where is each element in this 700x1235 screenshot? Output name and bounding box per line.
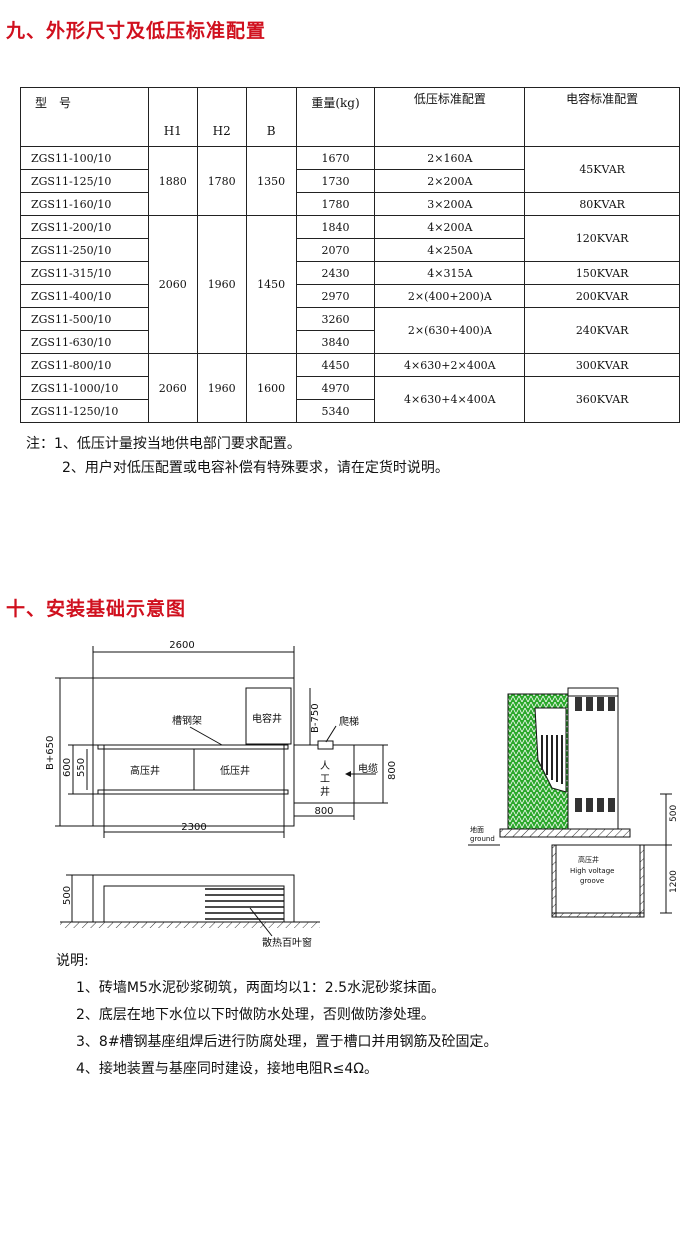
cell-model: ZGS11-800/10 [20, 353, 149, 377]
label-channel-steel: 槽钢架 [172, 714, 202, 727]
cell-weight: 1840 [295, 215, 376, 239]
cell-h2: 1960 [196, 215, 247, 354]
cell-capacitor: 200KVAR [524, 284, 680, 308]
cell-lv: 4×630+2×400A [374, 353, 526, 377]
label-capacitor-well: 电容井 [252, 712, 282, 725]
table-notes: 注：1、低压计量按当地供电部门要求配置。 2、用户对低压配置或电容补偿有特殊要求… [26, 432, 449, 480]
cell-capacitor: 300KVAR [524, 353, 680, 377]
dim-2300: 2300 [181, 822, 206, 833]
dim-500-side: 500 [669, 805, 679, 822]
note-item: 3、8#槽钢基座组焊后进行防腐处理，置于槽口并用钢筋及砼固定。 [76, 1034, 498, 1050]
cell-h2: 1780 [196, 146, 247, 216]
section-10-title: 十、安装基础示意图 [6, 598, 187, 620]
ladder-leader [325, 725, 337, 743]
label-hv-groove-en: groove [580, 877, 604, 885]
label-manhole: 工 [320, 774, 330, 785]
cell-h2: 1960 [196, 353, 247, 423]
dim-600: 600 [62, 758, 73, 777]
spec-table: 型 号 H1 H2 B 重量(kg) 低压标准配置 电容标准配置 ZGS11-1… [20, 87, 680, 423]
cell-weight: 2430 [295, 261, 376, 285]
cell-lv: 2×200A [374, 169, 526, 193]
cell-model: ZGS11-400/10 [20, 284, 149, 308]
header-model: 型 号 [20, 87, 149, 147]
cell-weight: 1730 [295, 169, 376, 193]
cell-weight: 4450 [295, 353, 376, 377]
label-louver: 散热百叶窗 [262, 936, 312, 949]
table-row: ZGS11-800/10 2060 1960 1600 4450 4×630+2… [20, 353, 680, 423]
note-item: 4、接地装置与基座同时建设，接地电阻R≤4Ω。 [76, 1061, 378, 1077]
header-weight: 重量(kg) [295, 87, 376, 147]
cell-weight: 1670 [295, 146, 376, 170]
header-h2: H2 [196, 87, 247, 147]
dim-500-elevation: 500 [62, 886, 73, 905]
label-cable: 电缆 [358, 762, 378, 775]
cell-b: 1450 [245, 215, 297, 354]
table-row: ZGS11-400/10 2970 2×(400+200)A 200KVAR [20, 284, 680, 308]
dim-1200-side: 1200 [669, 870, 679, 893]
installation-notes: 说明: 1、砖墙M5水泥砂浆砌筑，两面均以1：2.5水泥砂浆抹面。 2、底层在地… [56, 948, 498, 1083]
cell-model: ZGS11-125/10 [20, 169, 149, 193]
table-header-row: 型 号 H1 H2 B 重量(kg) 低压标准配置 电容标准配置 [20, 87, 680, 147]
dim-b750: B-750 [310, 703, 321, 733]
cell-weight: 3840 [295, 330, 376, 354]
dim-b650: B+650 [45, 736, 56, 770]
label-hv-well: 高压井 [130, 764, 160, 777]
note-item: 1、砖墙M5水泥砂浆砌筑，两面均以1：2.5水泥砂浆抹面。 [76, 980, 446, 996]
cell-weight: 1780 [295, 192, 376, 216]
note-line: 注：1、低压计量按当地供电部门要求配置。 [26, 436, 301, 452]
dim-800-bottom: 800 [314, 806, 333, 817]
label-hv-groove-en: High voltage [570, 867, 614, 875]
cell-weight: 5340 [295, 399, 376, 423]
cell-b: 1600 [245, 353, 297, 423]
channel-leader [189, 726, 223, 746]
cell-lv: 4×200A [374, 215, 526, 239]
cell-model: ZGS11-200/10 [20, 215, 149, 239]
table-row: ZGS11-200/10 2060 1960 1450 1840 4×200A … [20, 215, 680, 354]
note-line: 2、用户对低压配置或电容补偿有特殊要求，请在定货时说明。 [62, 460, 449, 476]
label-ground-cn: 地面 [470, 825, 484, 834]
cell-lv: 4×250A [374, 238, 526, 262]
label-lv-well: 低压井 [220, 764, 250, 777]
cell-model: ZGS11-315/10 [20, 261, 149, 285]
plan-view [55, 646, 388, 838]
side-section-view [468, 687, 672, 918]
header-lv-config: 低压标准配置 [374, 87, 526, 147]
label-manhole: 人 [320, 760, 330, 772]
header-capacitor-config: 电容标准配置 [524, 87, 680, 147]
header-h1: H1 [147, 87, 198, 147]
louver-leader [249, 907, 273, 937]
capacitor-well [245, 687, 292, 745]
cell-weight: 3260 [295, 307, 376, 331]
label-ground-en: ground [470, 835, 495, 843]
cell-lv: 2×(630+400)A [374, 307, 526, 354]
plan-labels: 2600 槽钢架 电容井 B-750 爬梯 高压井 低压井 人 工 井 电缆 8… [45, 640, 398, 833]
note-item: 2、底层在地下水位以下时做防水处理，否则做防渗处理。 [76, 1007, 435, 1023]
cell-capacitor: 360KVAR [524, 376, 680, 423]
table-row: ZGS11-1250/10 5340 [20, 399, 680, 423]
cell-model: ZGS11-1250/10 [20, 399, 149, 423]
cell-h1: 1880 [147, 146, 198, 216]
cell-model: ZGS11-100/10 [20, 146, 149, 170]
elevation-view [60, 874, 320, 937]
cell-lv: 4×630+4×400A [374, 376, 526, 423]
cell-model: ZGS11-630/10 [20, 330, 149, 354]
dim-800-right: 800 [387, 761, 398, 780]
dim-2600: 2600 [169, 640, 194, 651]
label-manhole: 井 [320, 785, 330, 798]
notes-title: 说明: [56, 953, 89, 969]
cell-model: ZGS11-500/10 [20, 307, 149, 331]
table-row: ZGS11-100/10 1880 1780 1350 1670 2×160A … [20, 146, 680, 216]
dim-550: 550 [76, 758, 87, 777]
table-row: ZGS11-630/10 3840 [20, 330, 680, 354]
cell-capacitor: 45KVAR [524, 146, 680, 193]
label-hv-groove-cn: 高压井 [578, 855, 599, 864]
header-b: B [245, 87, 297, 147]
section-9-title: 九、外形尺寸及低压标准配置 [6, 20, 267, 42]
label-ladder: 爬梯 [339, 715, 359, 728]
table-row: ZGS11-125/10 1730 2×200A [20, 169, 680, 193]
